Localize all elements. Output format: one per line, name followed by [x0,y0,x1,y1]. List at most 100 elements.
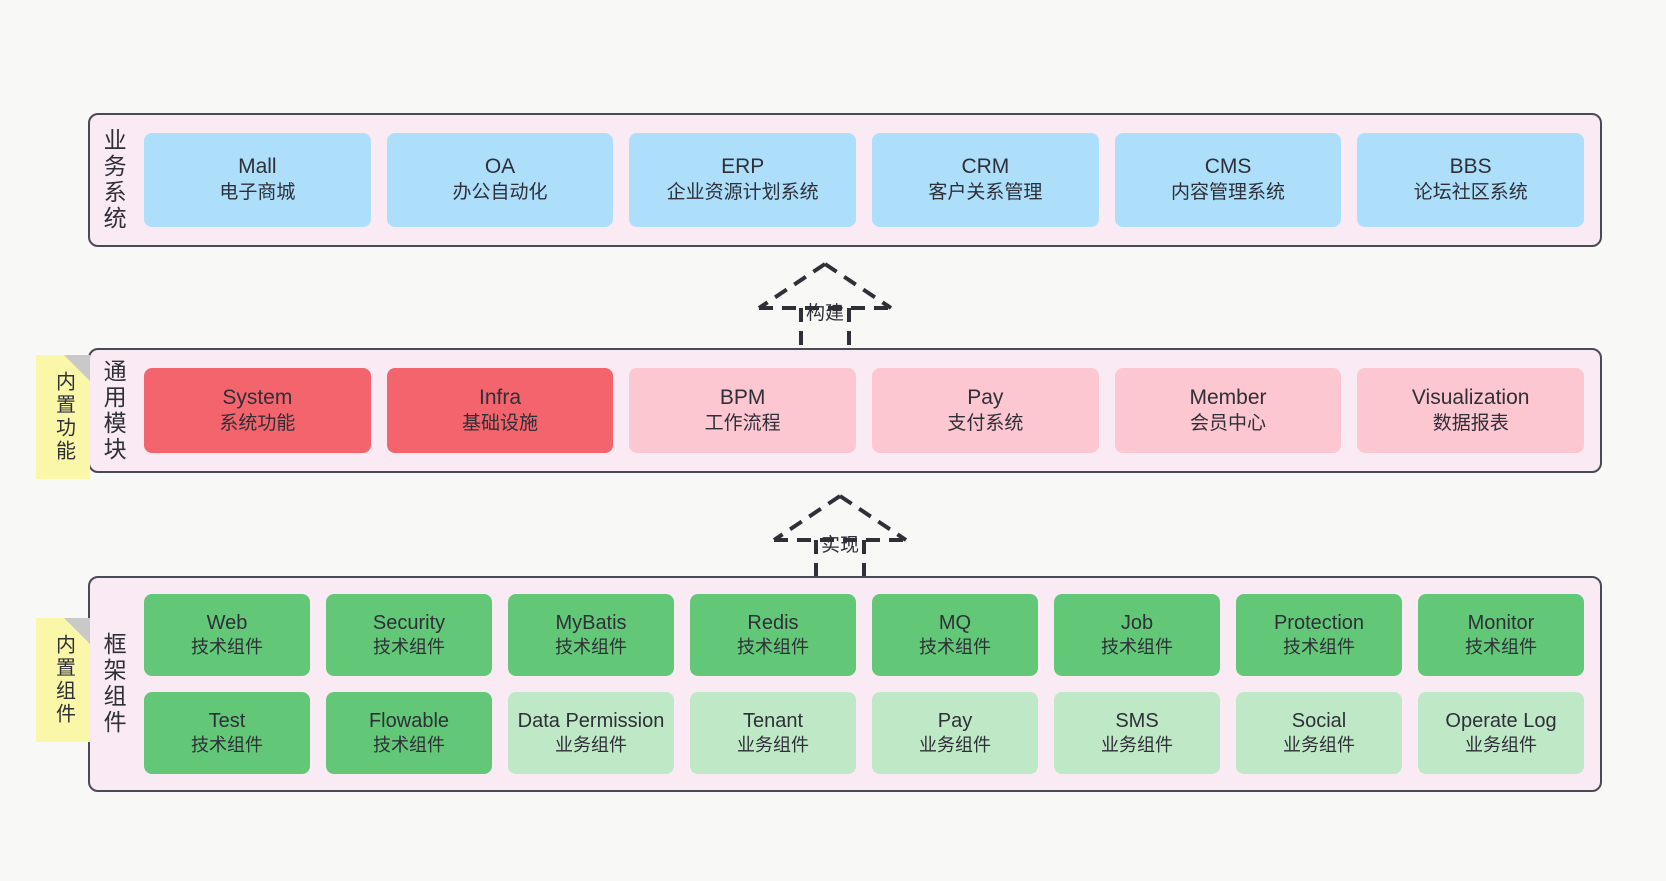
component-card-title: Mall [238,155,277,179]
component-card[interactable]: System 系统功能 [144,368,371,453]
component-card-title: Web [206,611,248,634]
component-card-subtitle: 业务组件 [919,735,991,756]
component-card-subtitle: 技术组件 [555,637,627,658]
component-card[interactable]: Mall 电子商城 [144,133,371,227]
component-card-title: MyBatis [555,611,627,634]
component-card[interactable]: MyBatis 技术组件 [508,594,674,676]
layer-framework-title: 框架组件 [90,578,136,790]
component-card-subtitle: 会员中心 [1190,412,1267,434]
layer-common-title-text: 通用模块 [100,358,127,463]
note-builtin-features-text: 内置功能 [52,371,75,463]
component-card-title: Pay [967,385,1004,409]
component-card-title: System [222,385,293,409]
component-card[interactable]: SMS 业务组件 [1054,692,1220,774]
component-card-subtitle: 技术组件 [373,735,445,756]
component-card-title: CRM [961,155,1010,179]
note-fold-icon [64,618,90,644]
component-card-subtitle: 论坛社区系统 [1413,182,1528,204]
component-card-subtitle: 数据报表 [1432,412,1509,434]
component-card-title: Data Permission [517,709,665,732]
component-card[interactable]: Flowable 技术组件 [326,692,492,774]
component-card[interactable]: Member 会员中心 [1114,368,1342,453]
component-card-title: MQ [938,611,972,634]
component-card-title: OA [484,155,516,179]
component-card-subtitle: 系统功能 [219,412,296,434]
component-card-title: Member [1189,385,1267,409]
connector-build-label: 构建 [805,303,845,324]
component-card[interactable]: BBS 论坛社区系统 [1357,133,1585,227]
component-card-subtitle: 电子商城 [219,182,296,204]
layer-framework-title-text: 框架组件 [100,632,127,736]
component-card[interactable]: Infra 基础设施 [386,368,614,453]
component-card[interactable]: Monitor 技术组件 [1418,594,1584,676]
component-card-subtitle: 基础设施 [462,412,539,434]
component-card-subtitle: 业务组件 [555,735,627,756]
component-card-subtitle: 内容管理系统 [1171,182,1286,204]
layer-common-title: 通用模块 [90,350,136,471]
component-card-title: Test [208,709,246,732]
component-card[interactable]: Tenant 业务组件 [690,692,856,774]
component-card[interactable]: Test 技术组件 [144,692,310,774]
component-card-title: Job [1120,611,1154,634]
component-card-subtitle: 支付系统 [947,412,1024,434]
component-card-subtitle: 技术组件 [191,735,263,756]
component-card[interactable]: Web 技术组件 [144,594,310,676]
component-card[interactable]: CMS 内容管理系统 [1114,133,1342,227]
component-card[interactable]: MQ 技术组件 [872,594,1038,676]
component-card-subtitle: 技术组件 [191,637,263,658]
component-card-subtitle: 客户关系管理 [928,182,1043,204]
component-card-title: BBS [1449,155,1492,179]
connector-build: 构建 [745,258,905,354]
component-card-title: Operate Log [1445,709,1557,732]
component-card-title: Security [372,611,446,634]
component-card[interactable]: Pay 支付系统 [872,368,1099,453]
component-card-title: Monitor [1467,611,1535,634]
component-card-subtitle: 技术组件 [737,637,809,658]
component-card-title: Redis [747,611,799,634]
component-card[interactable]: Job 技术组件 [1054,594,1220,676]
component-card[interactable]: Protection 技术组件 [1236,594,1402,676]
connector-implement: 实现 [760,490,920,586]
component-card-subtitle: 技术组件 [1465,637,1537,658]
note-builtin-components: 内置组件 [36,618,90,742]
component-card[interactable]: Pay 业务组件 [872,692,1038,774]
component-card[interactable]: Redis 技术组件 [690,594,856,676]
component-card-title: Pay [937,709,973,732]
component-card-subtitle: 业务组件 [737,735,809,756]
component-card-title: Protection [1273,611,1365,634]
component-card-subtitle: 业务组件 [1101,735,1173,756]
connector-implement-label: 实现 [820,535,860,556]
component-card-subtitle: 工作流程 [704,412,781,434]
component-card-title: Tenant [742,709,804,732]
component-card-title: SMS [1115,709,1159,732]
component-card-title: CMS [1204,155,1252,179]
component-card-subtitle: 业务组件 [1465,735,1537,756]
component-card-title: ERP [721,155,765,179]
component-card-title: Infra [478,385,522,409]
component-card[interactable]: Security 技术组件 [326,594,492,676]
component-card[interactable]: CRM 客户关系管理 [872,133,1099,227]
component-card-subtitle: 技术组件 [373,637,445,658]
component-card[interactable]: Operate Log 业务组件 [1418,692,1584,774]
note-builtin-features: 内置功能 [36,355,90,479]
note-fold-icon [64,355,90,381]
component-card-subtitle: 技术组件 [1101,637,1173,658]
component-card[interactable]: Data Permission 业务组件 [508,692,674,774]
component-card-subtitle: 技术组件 [919,637,991,658]
component-card-subtitle: 技术组件 [1283,637,1355,658]
component-card-title: Flowable [368,709,450,732]
